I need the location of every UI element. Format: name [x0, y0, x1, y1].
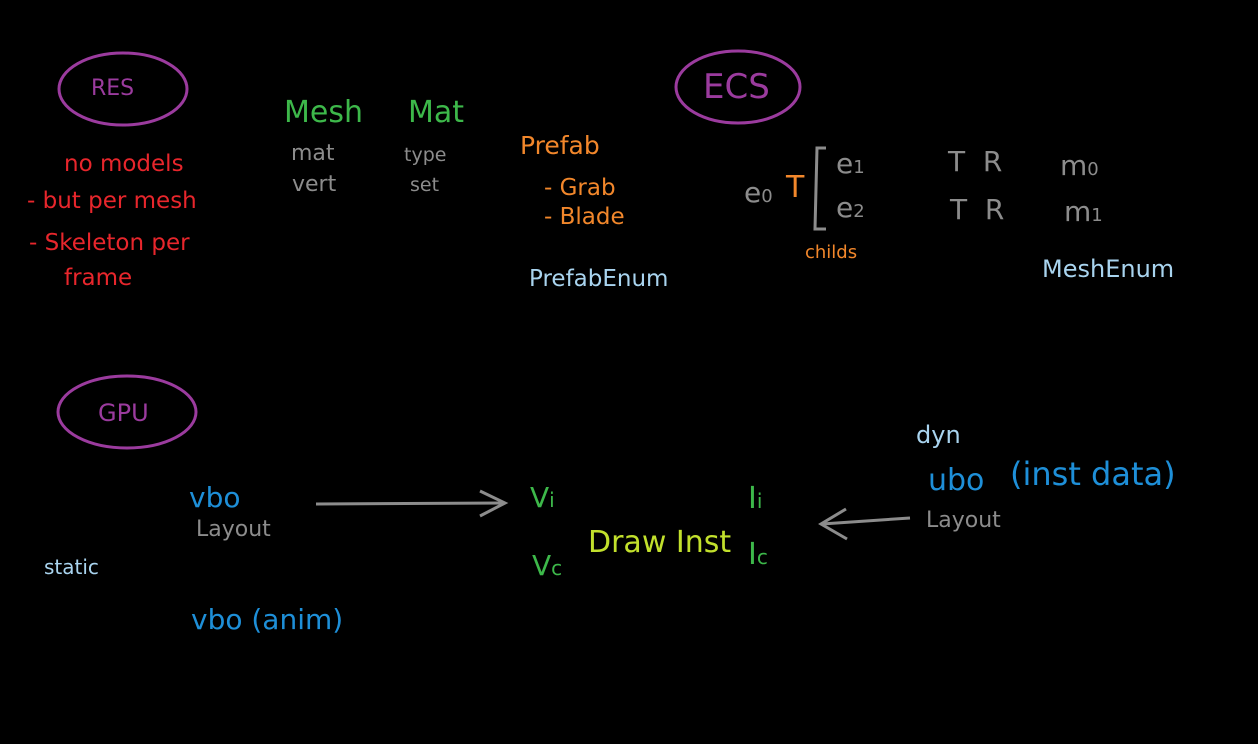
vertex-input-c-sub: c — [551, 556, 563, 580]
static-label: static — [44, 555, 99, 579]
res-note-per-mesh: - but per mesh — [27, 188, 197, 214]
vertex-input-c: Vc — [532, 552, 562, 580]
mesh-enum: MeshEnum — [1042, 255, 1175, 283]
res-note-no-models: no models — [64, 151, 184, 177]
res-title: RES — [91, 76, 135, 101]
res-note-skeleton: - Skeleton per — [29, 230, 190, 256]
instance-input-c-sub: c — [756, 545, 768, 569]
ecs-title: ECS — [703, 67, 770, 107]
mat-field-set: set — [410, 174, 440, 196]
child-entity-1: e1 — [836, 150, 865, 178]
ubo-layout-label: Layout — [926, 508, 1001, 533]
child-2-mesh-name: m — [1064, 195, 1092, 228]
child-entity-2: e2 — [836, 194, 865, 222]
parent-entity: e0 — [744, 179, 773, 207]
vertex-input-i-name: V — [530, 481, 550, 514]
vbo-to-vertex-arrow — [315, 489, 509, 518]
child-2-components: T R — [950, 193, 1005, 226]
ubo-to-instance-arrow — [818, 507, 911, 541]
child-2-mesh-sub: 1 — [1091, 205, 1103, 226]
instance-input-i: Ii — [748, 484, 762, 514]
gpu-title: GPU — [98, 399, 149, 427]
vertex-input-i: Vi — [530, 484, 555, 512]
vbo-label: vbo — [189, 481, 241, 514]
prefab-item-grab: - Grab — [544, 175, 616, 201]
child-entity-2-sub: 2 — [853, 201, 865, 222]
instance-input-i-name: I — [748, 481, 757, 516]
vertex-input-i-sub: i — [549, 488, 555, 512]
child-1-mesh-sub: 0 — [1087, 159, 1099, 180]
prefab-enum: PrefabEnum — [529, 266, 669, 292]
dyn-label: dyn — [916, 421, 961, 449]
prefab-item-blade: - Blade — [544, 204, 625, 230]
child-entity-1-name: e — [836, 147, 854, 180]
mesh-title: Mesh — [284, 95, 363, 130]
res-note-frame: frame — [64, 265, 133, 291]
children-bracket — [813, 146, 826, 231]
gpu-circle — [56, 374, 198, 450]
child-2-mesh: m1 — [1064, 198, 1103, 226]
childs-label: childs — [805, 242, 858, 263]
parent-entity-sub: 0 — [761, 186, 773, 207]
res-circle — [57, 51, 189, 127]
ubo-label: ubo — [928, 463, 985, 498]
mesh-field-vert: vert — [292, 172, 337, 197]
prefab-title: Prefab — [520, 131, 600, 160]
parent-entity-name: e — [744, 176, 762, 209]
draw-inst-label: Draw Inst — [588, 525, 732, 560]
instance-input-i-sub: i — [756, 489, 763, 513]
vertex-input-c-name: V — [532, 549, 552, 582]
child-1-mesh: m0 — [1060, 152, 1099, 180]
ubo-inst-data-label: (inst data) — [1010, 455, 1176, 493]
child-1-mesh-name: m — [1060, 149, 1088, 182]
mesh-field-mat: mat — [291, 141, 335, 166]
child-entity-2-name: e — [836, 191, 854, 224]
ecs-circle — [674, 49, 802, 125]
instance-input-c: Ic — [748, 540, 768, 570]
vbo-layout-label: Layout — [196, 517, 271, 542]
parent-transform: T — [786, 170, 805, 205]
child-entity-1-sub: 1 — [853, 157, 865, 178]
instance-input-c-name: I — [748, 537, 757, 572]
vbo-anim-label: vbo (anim) — [191, 603, 344, 636]
child-1-components: T R — [948, 145, 1003, 178]
mat-title: Mat — [408, 95, 465, 130]
mat-field-type: type — [404, 144, 447, 166]
